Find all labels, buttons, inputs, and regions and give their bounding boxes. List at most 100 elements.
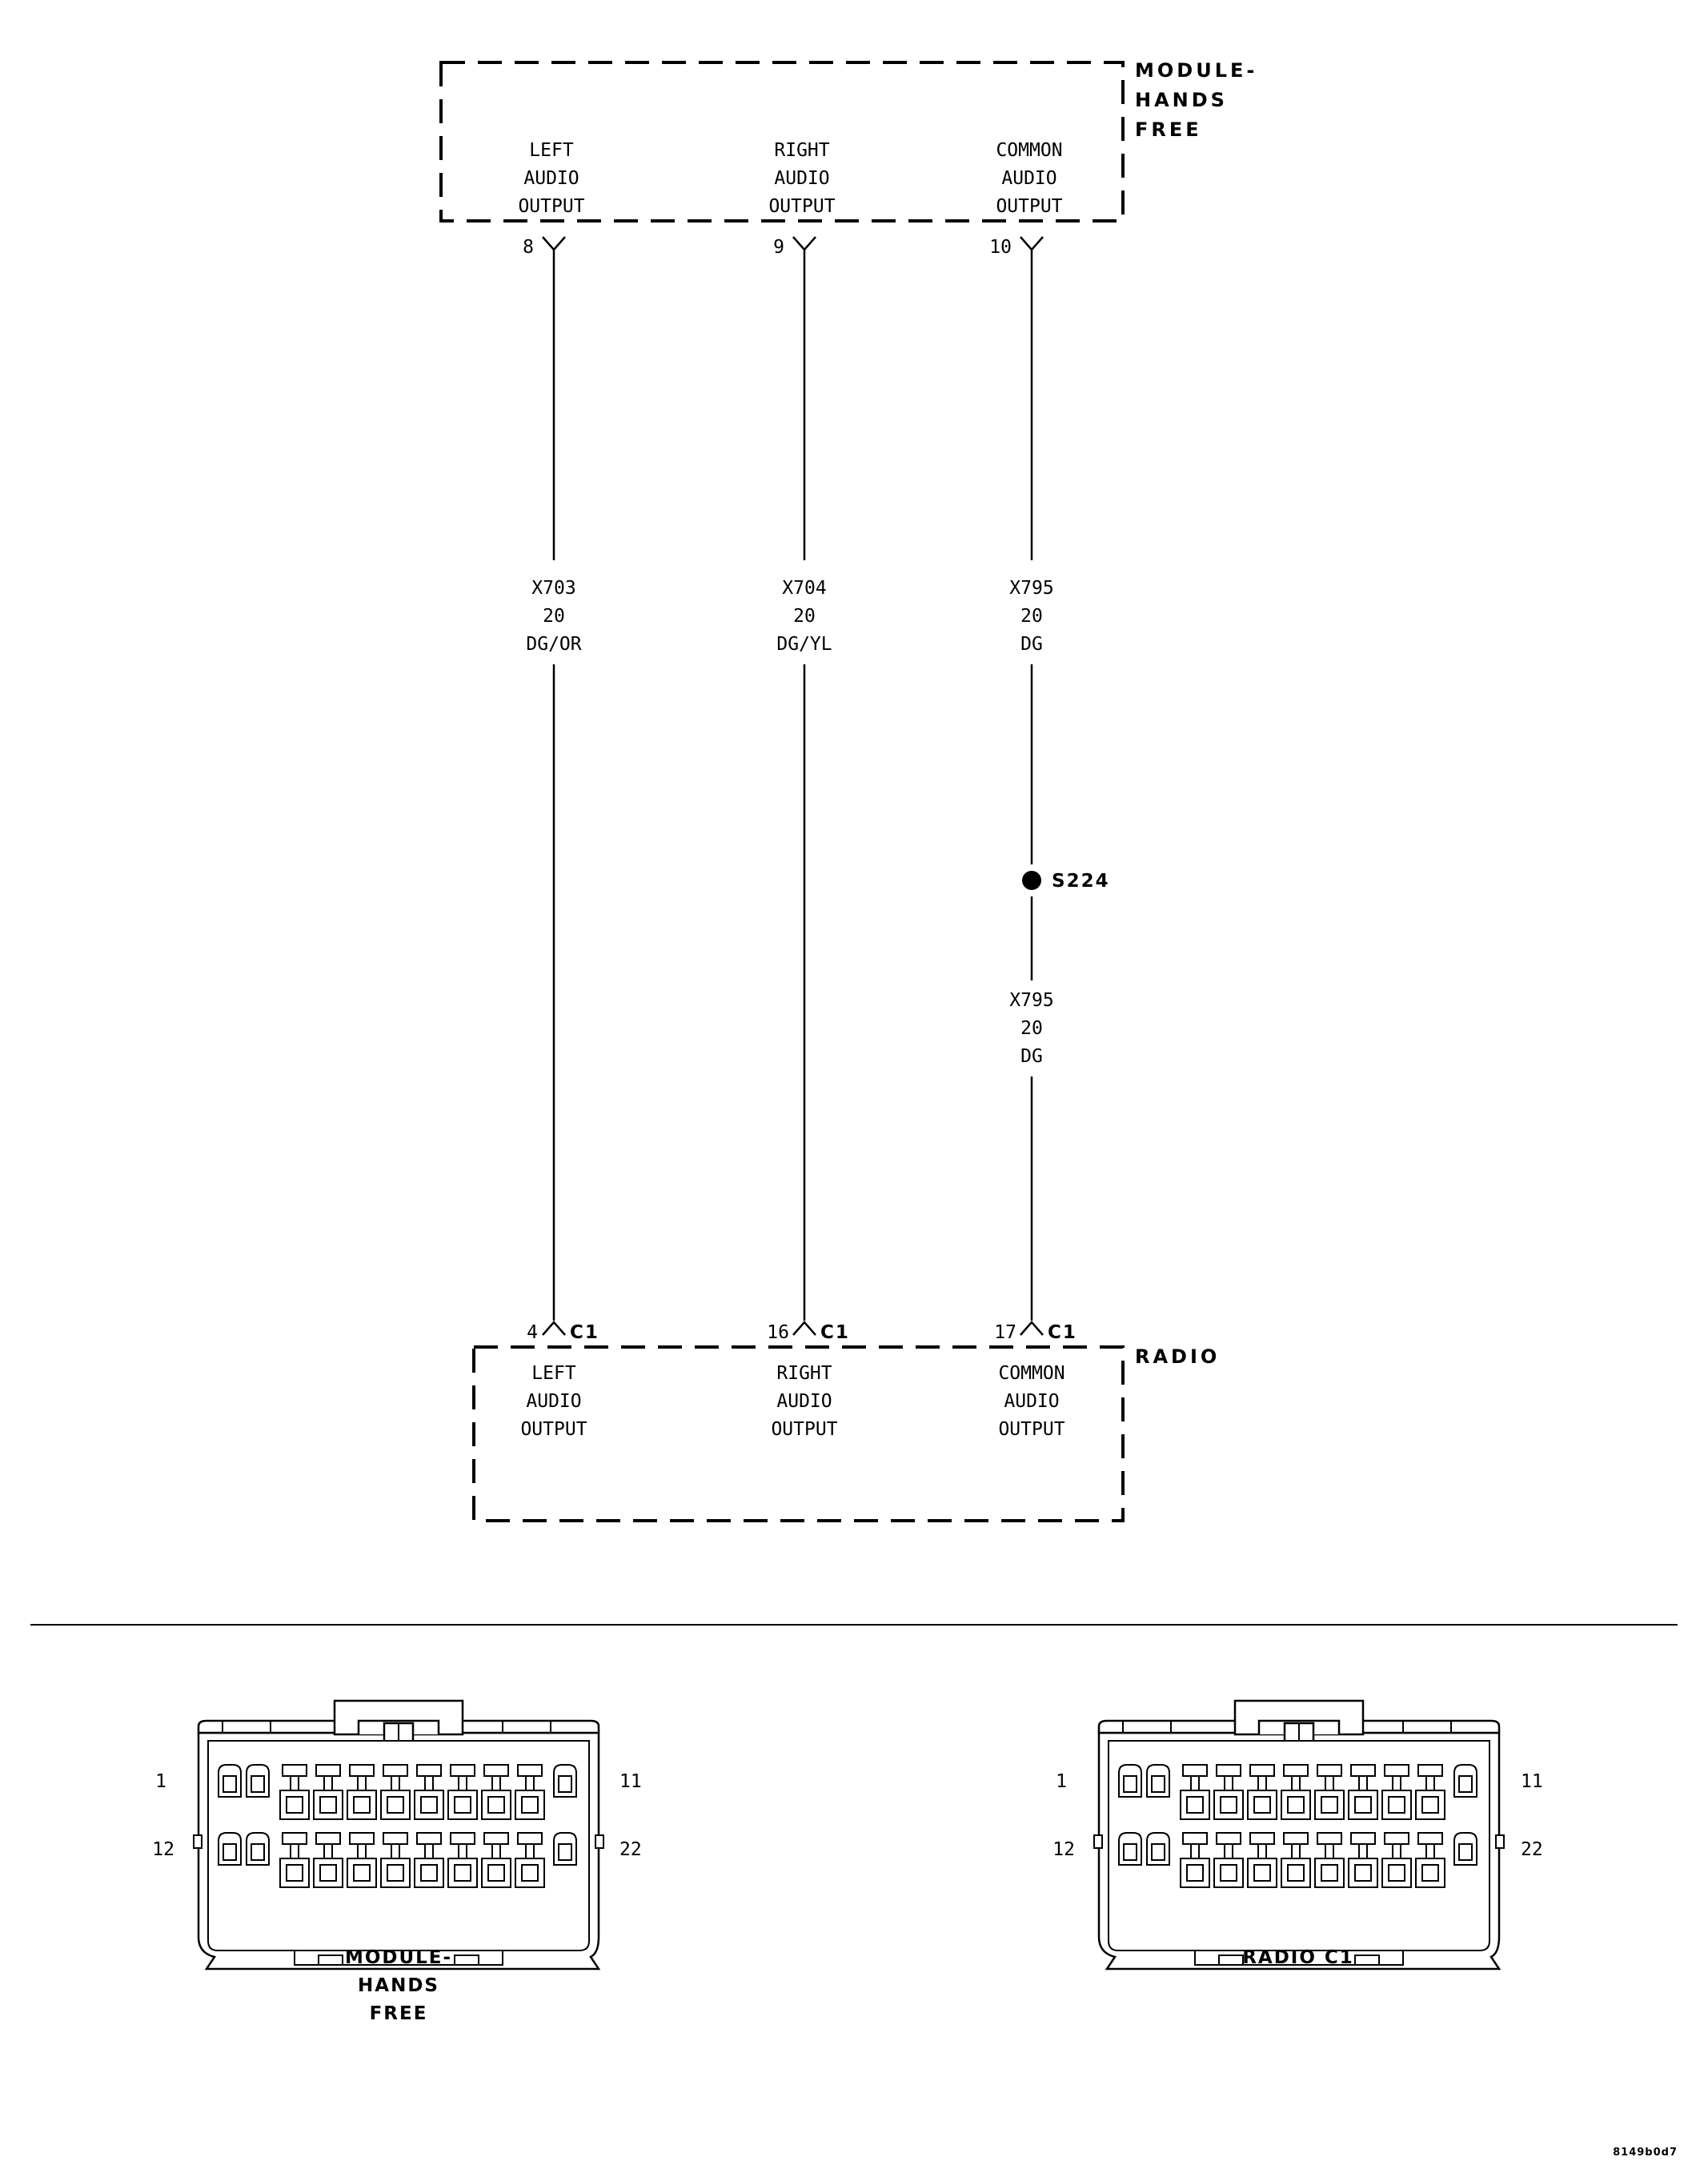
module-pin-number: 10 (989, 237, 1012, 258)
svg-text:OUTPUT: OUTPUT (768, 196, 835, 217)
cavity-large-inner (1220, 1796, 1237, 1814)
bottom-tab (454, 1954, 479, 1966)
svg-text:20: 20 (1020, 1018, 1043, 1039)
terminal-female-icon (542, 1321, 566, 1336)
cavity-key (1350, 1764, 1376, 1777)
cavity-small-inner (223, 1843, 237, 1861)
svg-text:FREE: FREE (370, 2003, 428, 2024)
connector-caption-module-hands-free: MODULE- HANDS FREE (345, 1947, 451, 2024)
cavity-large (515, 1858, 545, 1888)
module-pin-common-label: COMMON AUDIO OUTPUT (996, 140, 1062, 217)
cavity-key (315, 1764, 341, 1777)
terminal-male-icon (1020, 236, 1044, 251)
radio-box (472, 1345, 1125, 1522)
connector-pin-label: 1 (1056, 1771, 1067, 1792)
cavity-large-inner (319, 1864, 337, 1882)
radio-pin-left-label: LEFT AUDIO OUTPUT (520, 1363, 587, 1440)
svg-text:RIGHT: RIGHT (774, 140, 829, 161)
cavity-key (1317, 1764, 1342, 1777)
cavity-large-inner (1220, 1864, 1237, 1882)
svg-text:X704: X704 (782, 578, 826, 599)
cavity-large-inner (420, 1796, 438, 1814)
radio-connector-label: C1 (570, 1322, 599, 1343)
svg-text:LEFT: LEFT (531, 1363, 576, 1384)
wire-label-x795: X795 20 DG (1009, 578, 1053, 655)
cavity-large-inner (521, 1796, 539, 1814)
cavity-key (282, 1764, 307, 1777)
bottom-rail (294, 1950, 503, 1966)
cavity-large-inner (1253, 1864, 1271, 1882)
bottom-tab (1218, 1954, 1244, 1966)
cavity-key (1350, 1832, 1376, 1845)
connector-pin-label: 22 (619, 1839, 642, 1860)
cavity-neck (1358, 1843, 1368, 1859)
cavity-key (416, 1764, 442, 1777)
cavity-neck (1325, 1775, 1334, 1791)
svg-text:DG: DG (1020, 634, 1043, 655)
cavity-key (450, 1832, 475, 1845)
svg-text:HANDS: HANDS (358, 1975, 439, 1996)
svg-text:COMMON: COMMON (998, 1363, 1064, 1384)
cavity-large-inner (353, 1796, 371, 1814)
cavity-key (1216, 1764, 1241, 1777)
cavity-small-inner (1151, 1775, 1165, 1793)
cavity-large-inner (1186, 1864, 1204, 1882)
radio-pin-number: 16 (767, 1322, 789, 1343)
cavity-small-inner (1123, 1775, 1137, 1793)
cavity-key (1249, 1764, 1275, 1777)
terminal-female-icon (792, 1321, 816, 1336)
module-pin-number: 9 (773, 237, 784, 258)
terminal-male-icon (542, 236, 566, 251)
svg-text:20: 20 (543, 606, 565, 627)
svg-text:FREE: FREE (1135, 118, 1202, 141)
cavity-large (1247, 1858, 1277, 1888)
svg-text:MODULE-: MODULE- (1135, 59, 1257, 82)
cavity-neck (391, 1843, 400, 1859)
cavity-neck (1392, 1775, 1401, 1791)
wire-label-x703: X703 20 DG/OR (526, 578, 581, 655)
cavity-key (1317, 1832, 1342, 1845)
cavity-small-inner (1458, 1775, 1473, 1793)
cavity-neck (1257, 1843, 1267, 1859)
cavity-neck (1190, 1775, 1200, 1791)
svg-text:LEFT: LEFT (529, 140, 574, 161)
cavity-key (1417, 1832, 1443, 1845)
cavity-key (383, 1764, 408, 1777)
svg-text:OUTPUT: OUTPUT (998, 1419, 1064, 1440)
terminal-female-icon (1020, 1321, 1044, 1336)
connector-caption-radio-c1: RADIO C1 (1242, 1947, 1354, 1968)
cavity-large-inner (286, 1864, 303, 1882)
cavity-small-inner (251, 1843, 265, 1861)
cavity-key (315, 1832, 341, 1845)
svg-text:20: 20 (793, 606, 816, 627)
cavity-key (1182, 1764, 1208, 1777)
svg-text:AUDIO: AUDIO (776, 1391, 832, 1412)
module-pin-left-label: LEFT AUDIO OUTPUT (518, 140, 584, 217)
cavity-neck (525, 1843, 535, 1859)
cavity-neck (458, 1775, 467, 1791)
cavity-large (1180, 1858, 1210, 1888)
svg-text:OUTPUT: OUTPUT (518, 196, 584, 217)
svg-text:X795: X795 (1009, 578, 1053, 599)
cavity-neck (323, 1775, 333, 1791)
cavity-key (1417, 1764, 1443, 1777)
connector-pin-label: 1 (155, 1771, 166, 1792)
cavity-neck (1325, 1843, 1334, 1859)
module-pin-number: 8 (523, 237, 534, 258)
bottom-rail (1194, 1950, 1404, 1966)
connector-view-module-hands-free (193, 1699, 604, 1971)
cavity-large-inner (454, 1796, 471, 1814)
svg-text:AUDIO: AUDIO (1001, 168, 1056, 189)
radio-name-label: RADIO (1135, 1345, 1220, 1368)
cavity-large-inner (1287, 1796, 1305, 1814)
figure-id: 8149b0d7 (1613, 2147, 1678, 2159)
side-key (193, 1834, 202, 1849)
cavity-key (349, 1832, 375, 1845)
terminal-male-icon (792, 236, 816, 251)
cavity-small-inner (1123, 1843, 1137, 1861)
svg-text:AUDIO: AUDIO (526, 1391, 581, 1412)
cavity-large-inner (1388, 1864, 1405, 1882)
svg-text:RIGHT: RIGHT (776, 1363, 832, 1384)
cavity-large-inner (1421, 1864, 1439, 1882)
cavity-large-inner (387, 1864, 404, 1882)
